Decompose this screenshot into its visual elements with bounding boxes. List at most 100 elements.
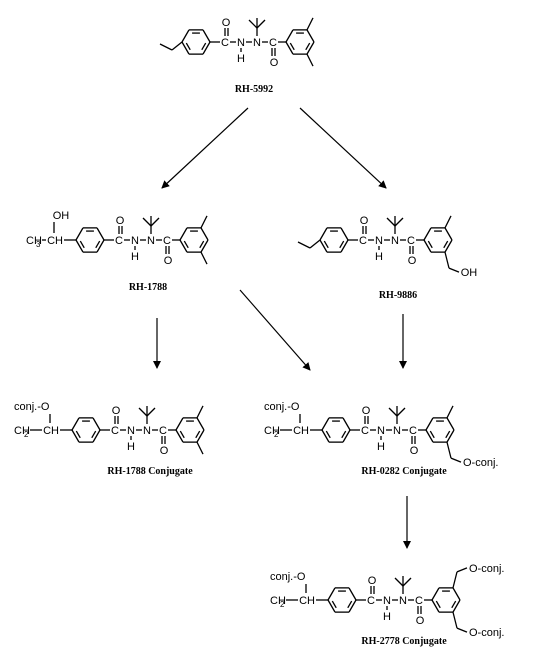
amide-hydrogen: H — [375, 251, 383, 263]
ring-bond — [342, 417, 351, 431]
ring-bond — [423, 227, 432, 241]
bond — [394, 577, 404, 587]
ch-atom: CH — [293, 425, 309, 437]
carbonyl-carbon: C — [359, 235, 367, 247]
methylene-ch: CH — [264, 425, 280, 437]
ring-double-bond — [79, 240, 85, 249]
subscript-2: 2 — [24, 430, 29, 439]
carbonyl-oxygen: O — [362, 405, 371, 417]
bond — [456, 627, 468, 633]
arrow-5992-to-1788 — [161, 107, 249, 189]
bond — [171, 41, 183, 51]
carbonyl-oxygen-2: O — [408, 255, 417, 267]
ring-bond — [321, 429, 330, 443]
carbonyl-carbon-2: C — [409, 425, 417, 437]
carbonyl-oxygen: O — [116, 215, 125, 227]
benzylic-hydroxyl: OH — [461, 267, 478, 279]
bond — [444, 251, 450, 269]
ring-bond — [444, 227, 453, 241]
reaction-arrows — [153, 107, 411, 549]
ring-double-bond — [195, 430, 201, 439]
ring-bond — [202, 41, 211, 55]
ring-double-bond — [201, 42, 207, 51]
ch-atom: CH — [299, 595, 315, 607]
ring-bond — [96, 227, 105, 241]
ch-atom: CH — [47, 235, 63, 247]
bond — [306, 53, 314, 67]
bond — [448, 267, 460, 273]
hydrazide-nitrogen: N — [393, 425, 401, 437]
ring-bond — [340, 227, 349, 241]
amide-hydrogen: H — [131, 251, 139, 263]
ring-bond — [92, 417, 101, 431]
ring-bond — [200, 239, 209, 253]
bond — [306, 17, 314, 31]
carbonyl-oxygen-2: O — [164, 255, 173, 267]
carbonyl-oxygen-2: O — [270, 57, 279, 69]
ring-bond — [348, 599, 357, 613]
ring-double-bond — [199, 240, 205, 249]
carbonyl-carbon: C — [221, 37, 229, 49]
ring-double-bond — [185, 42, 191, 51]
conjugate-o-label: conj.-O — [14, 401, 50, 413]
ring-double-bond — [325, 430, 331, 439]
bond — [444, 215, 452, 229]
ring-bond — [202, 29, 211, 43]
carbonyl-carbon-2: C — [163, 235, 171, 247]
carbonyl-oxygen-2: O — [160, 445, 169, 457]
ring-double-bond — [429, 430, 435, 439]
ring-bond — [342, 429, 351, 443]
ring-double-bond — [435, 600, 441, 609]
ring-double-bond — [443, 240, 449, 249]
hydrazide-nitrogen: N — [253, 37, 261, 49]
amide-nitrogen: N — [377, 425, 385, 437]
carbonyl-carbon-2: C — [415, 595, 423, 607]
ring-bond — [285, 41, 294, 55]
amide-nitrogen: N — [237, 37, 245, 49]
bond — [450, 457, 462, 463]
subscript-2: 2 — [280, 600, 285, 609]
amide-hydrogen: H — [383, 611, 391, 623]
bond — [452, 571, 458, 589]
ring-bond — [306, 29, 315, 43]
ring-bond — [425, 429, 434, 443]
conjugate-o-label: conj.-O — [264, 401, 300, 413]
ring-bond — [92, 429, 101, 443]
compound-label-rh0282c: RH-0282 Conjugate — [361, 466, 447, 477]
ring-double-bond — [289, 42, 295, 51]
ring-bond — [196, 429, 205, 443]
ring-bond — [175, 417, 184, 431]
amide-hydrogen: H — [127, 441, 135, 453]
o-conjugate-label: O-conj. — [469, 627, 504, 639]
ring-bond — [327, 587, 336, 601]
amide-nitrogen: N — [375, 235, 383, 247]
ring-bond — [96, 239, 105, 253]
hydrazide-nitrogen: N — [147, 235, 155, 247]
amide-nitrogen: N — [131, 235, 139, 247]
ring-bond — [444, 239, 453, 253]
ring-bond — [327, 599, 336, 613]
carbonyl-oxygen: O — [368, 575, 377, 587]
ring-bond — [71, 429, 80, 443]
arrow-1788-to-0282conj — [239, 289, 311, 371]
ring-bond — [431, 587, 440, 601]
carbonyl-carbon: C — [361, 425, 369, 437]
methylene-ch: CH — [14, 425, 30, 437]
carbonyl-carbon-2: C — [407, 235, 415, 247]
bond — [396, 407, 406, 417]
ring-double-bond — [347, 600, 353, 609]
carbonyl-oxygen: O — [112, 405, 121, 417]
ring-double-bond — [339, 240, 345, 249]
ring-bond — [452, 587, 461, 601]
amide-hydrogen: H — [377, 441, 385, 453]
bond — [309, 239, 321, 249]
ring-bond — [181, 41, 190, 55]
bond — [388, 407, 398, 417]
hydrazide-nitrogen: N — [143, 425, 151, 437]
ring-bond — [175, 429, 184, 443]
arrow-5992-to-9886 — [299, 107, 387, 189]
